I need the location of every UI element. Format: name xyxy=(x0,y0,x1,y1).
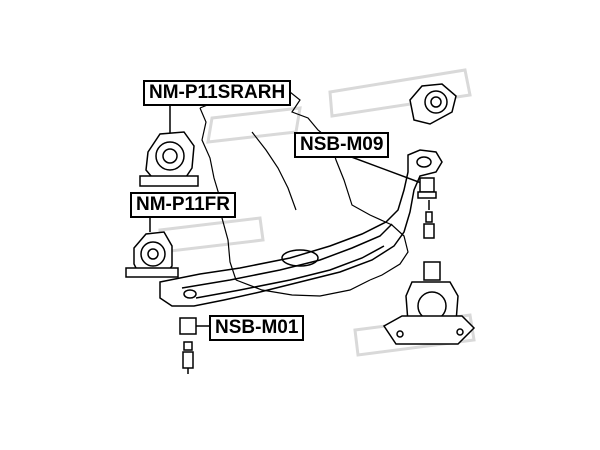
part-label-nm-p11fr: NM-P11FR xyxy=(130,192,236,218)
right-engine-mount-part xyxy=(382,261,476,345)
upper-stopper-bushing-part xyxy=(417,177,437,239)
part-label-nsb-m01: NSB-M01 xyxy=(209,315,305,341)
rear-mount-bushing-part xyxy=(139,131,199,187)
upper-right-bracket-part xyxy=(409,83,457,125)
lower-stopper-bushing-part xyxy=(179,317,197,374)
part-label-nsb-m09: NSB-M09 xyxy=(294,132,390,158)
front-mount-bushing-part xyxy=(125,231,179,278)
part-label-nm-p11srarh: NM-P11SRARH xyxy=(143,80,292,106)
crossmember xyxy=(159,149,443,307)
